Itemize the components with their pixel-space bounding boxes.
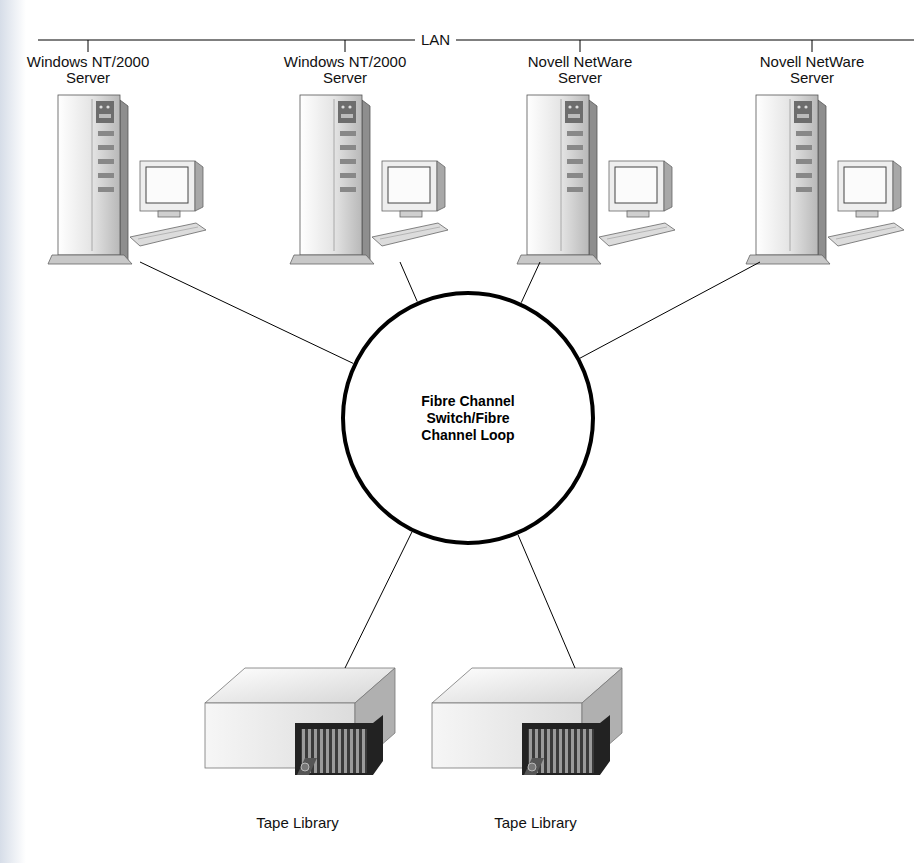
server: Windows NT/2000 Server — [270, 54, 470, 262]
tape-library: Tape Library — [428, 668, 643, 835]
server: Novell NetWare Server — [730, 54, 910, 262]
switch-label: Fibre Channel Switch/Fibre Channel Loop — [412, 393, 524, 444]
fibre-link — [580, 262, 760, 358]
server-label: Novell NetWare Server — [510, 54, 650, 86]
server-label: Windows NT/2000 Server — [275, 54, 415, 86]
fibre-link — [140, 262, 353, 363]
fibre-link — [521, 262, 540, 303]
fibre-link — [345, 532, 412, 668]
server-label: Windows NT/2000 Server — [18, 54, 158, 86]
tape-label: Tape Library — [428, 814, 643, 831]
server-label: Novell NetWare Server — [742, 54, 882, 86]
tape-label: Tape Library — [190, 814, 405, 831]
fibre-link — [400, 262, 417, 302]
server: Novell NetWare Server — [500, 54, 700, 262]
switch-circle: Fibre Channel Switch/Fibre Channel Loop — [340, 290, 596, 546]
fibre-link — [518, 535, 575, 668]
tape-library: Tape Library — [190, 668, 405, 835]
server: Windows NT/2000 Server — [20, 54, 230, 262]
network-label: LAN — [415, 31, 456, 49]
